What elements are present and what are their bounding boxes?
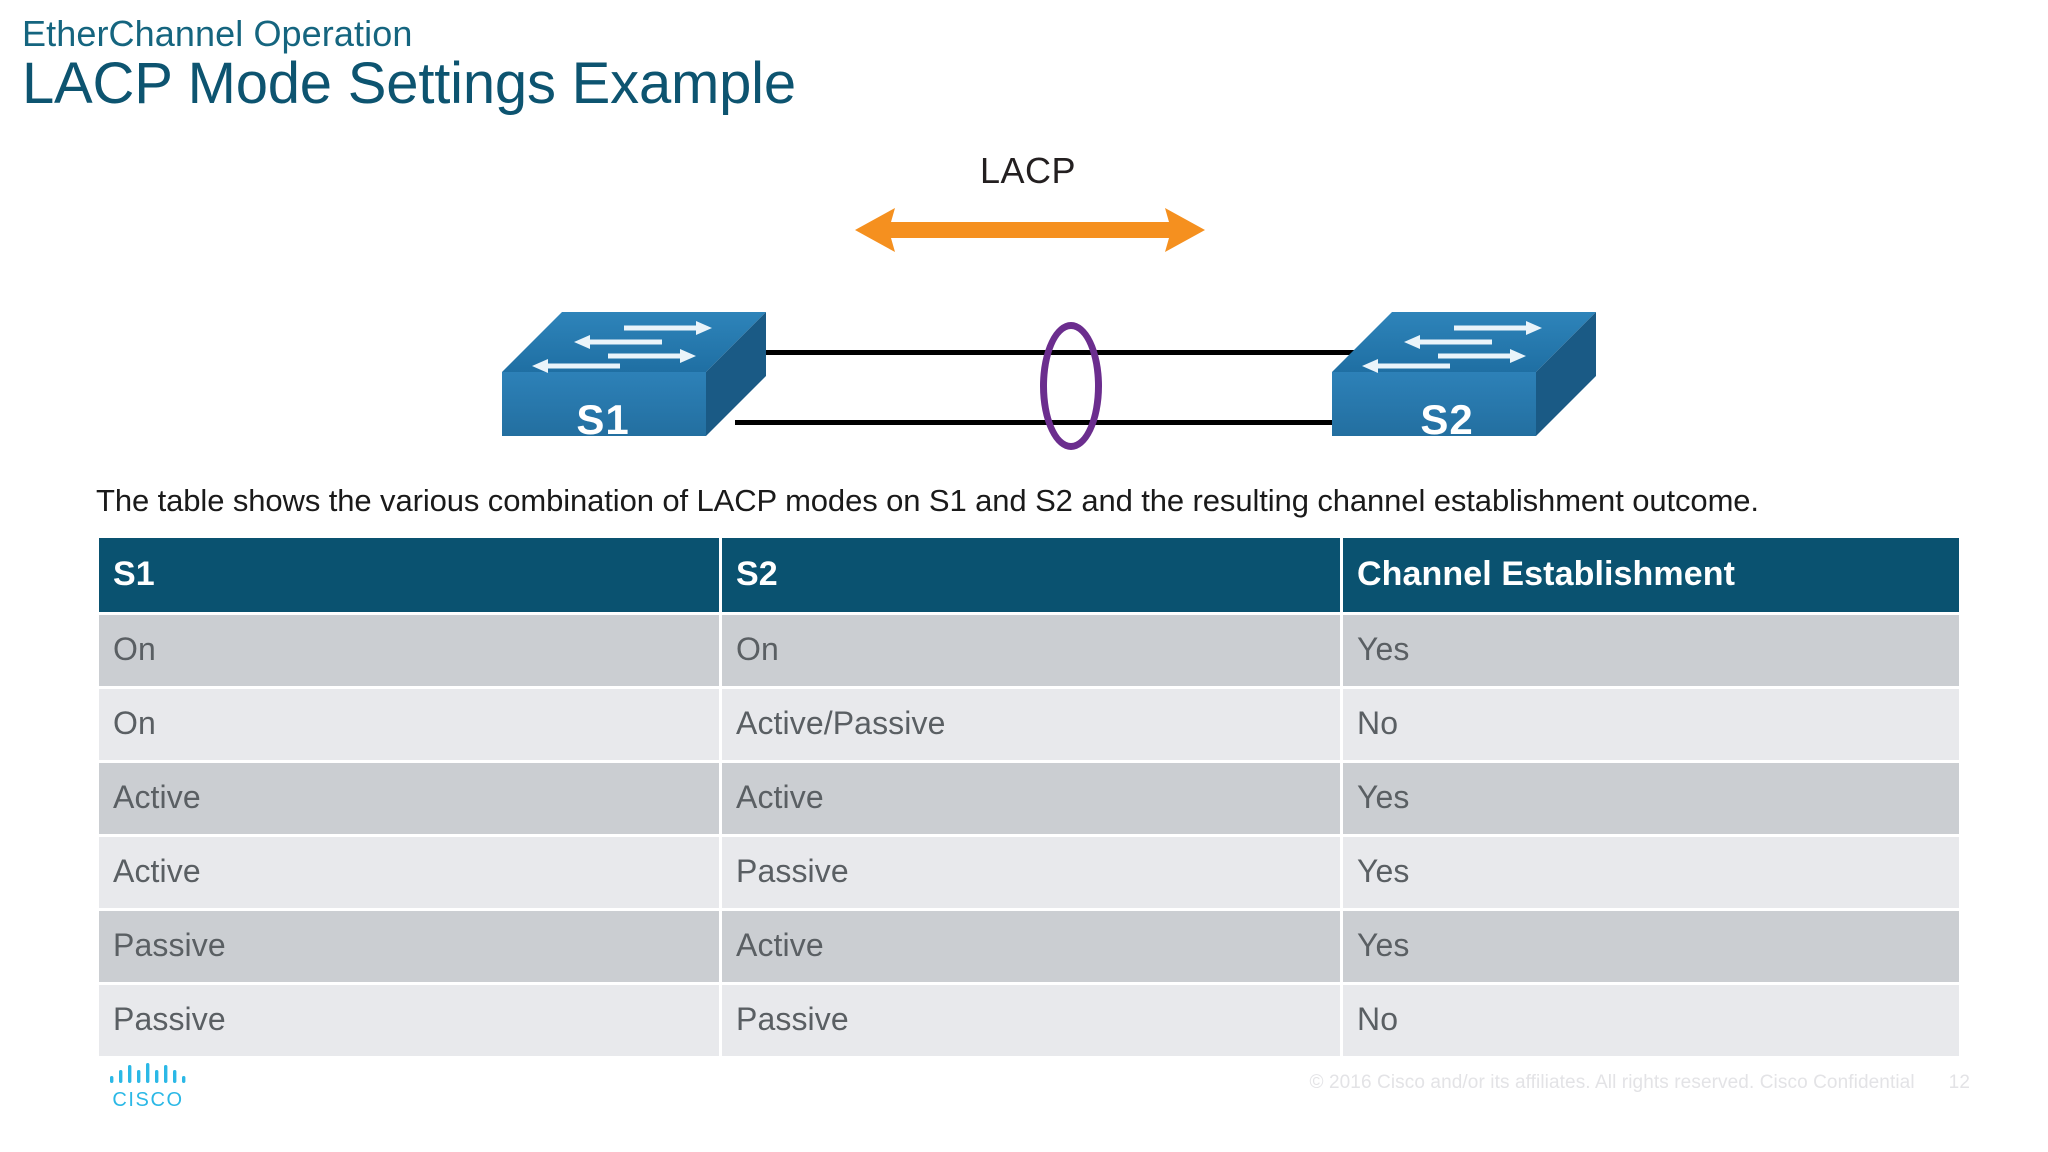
- table-row: Passive Passive No: [99, 985, 1959, 1056]
- table-row: Passive Active Yes: [99, 911, 1959, 982]
- copyright-text: © 2016 Cisco and/or its affiliates. All …: [1309, 1072, 1915, 1093]
- table-row: Active Active Yes: [99, 763, 1959, 834]
- network-diagram: LACP: [0, 150, 2048, 480]
- slide-header: EtherChannel Operation LACP Mode Setting…: [22, 13, 1422, 117]
- column-header-s2: S2: [722, 538, 1340, 612]
- cell-s2-mode: Passive: [722, 837, 1340, 908]
- switch-s1: S1: [500, 310, 768, 458]
- column-header-s1: S1: [99, 538, 719, 612]
- lacp-mode-table: S1 S2 Channel Establishment On On Yes On…: [96, 535, 1962, 1059]
- eyebrow-text: EtherChannel Operation: [22, 13, 413, 54]
- svg-text:CISCO: CISCO: [112, 1089, 183, 1111]
- cell-s1-mode: Passive: [99, 985, 719, 1056]
- etherchannel-grouping-ellipse: [1040, 322, 1102, 450]
- cell-s2-mode: Active: [722, 763, 1340, 834]
- cell-channel-establishment: Yes: [1343, 615, 1959, 686]
- page-title: LACP Mode Settings Example: [22, 51, 796, 117]
- page-number: 12: [1948, 1072, 1970, 1093]
- cell-s1-mode: Active: [99, 763, 719, 834]
- cell-s2-mode: Passive: [722, 985, 1340, 1056]
- table-header-row: S1 S2 Channel Establishment: [99, 538, 1959, 612]
- cell-s2-mode: Active/Passive: [722, 689, 1340, 760]
- table-row: Active Passive Yes: [99, 837, 1959, 908]
- lacp-protocol-label: LACP: [979, 150, 1077, 191]
- table-row: On On Yes: [99, 615, 1959, 686]
- description-text: The table shows the various combination …: [96, 483, 1759, 518]
- cell-s1-mode: Active: [99, 837, 719, 908]
- cell-s2-mode: On: [722, 615, 1340, 686]
- table-row: On Active/Passive No: [99, 689, 1959, 760]
- cisco-logo-icon: CISCO: [108, 1062, 194, 1114]
- cell-channel-establishment: Yes: [1343, 763, 1959, 834]
- lacp-bidirectional-arrow-icon: [855, 202, 1205, 258]
- cell-s2-mode: Active: [722, 911, 1340, 982]
- cell-channel-establishment: Yes: [1343, 911, 1959, 982]
- cell-s1-mode: Passive: [99, 911, 719, 982]
- cell-channel-establishment: No: [1343, 985, 1959, 1056]
- cell-channel-establishment: Yes: [1343, 837, 1959, 908]
- cell-channel-establishment: No: [1343, 689, 1959, 760]
- cell-s1-mode: On: [99, 615, 719, 686]
- switch-s2: S2: [1330, 310, 1598, 458]
- cell-s1-mode: On: [99, 689, 719, 760]
- column-header-channel-establishment: Channel Establishment: [1343, 538, 1959, 612]
- footer-copyright: © 2016 Cisco and/or its affiliates. All …: [1310, 1072, 1971, 1094]
